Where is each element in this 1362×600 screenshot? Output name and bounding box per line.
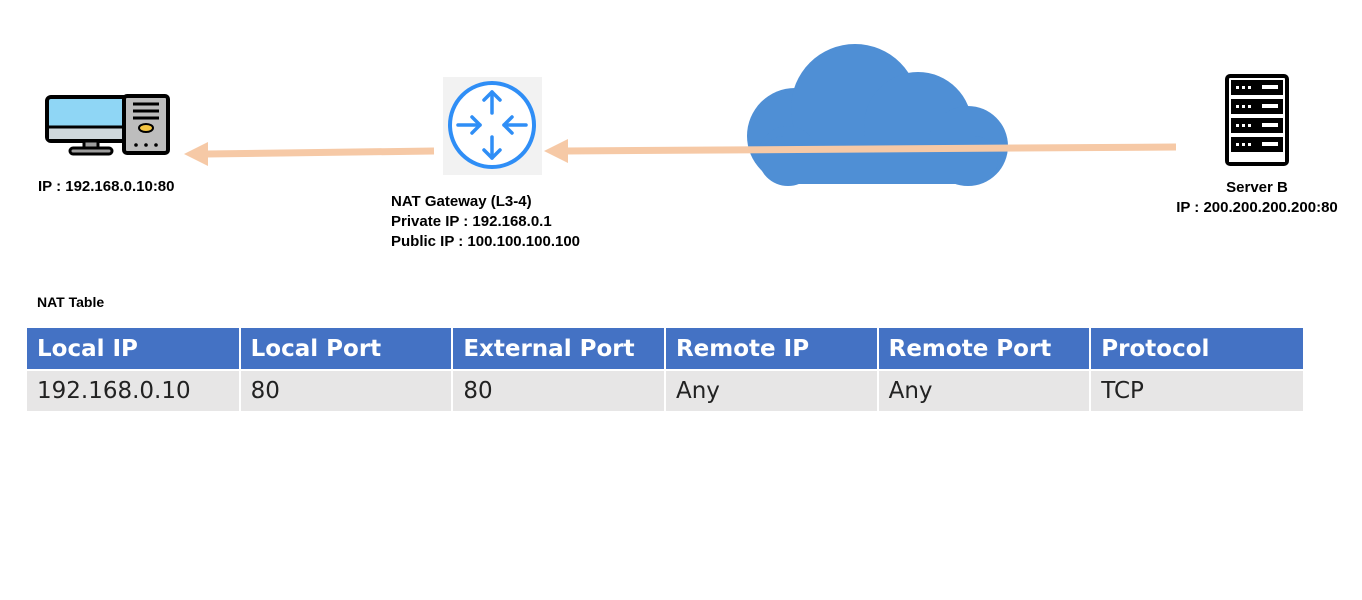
gateway-name-label: NAT Gateway (L3-4)	[391, 193, 532, 210]
header-remote-ip: Remote IP	[664, 328, 879, 371]
table-row: 192.168.0.10 80 80 Any Any TCP	[27, 370, 1303, 411]
header-local-port: Local Port	[239, 328, 454, 371]
network-diagram	[45, 44, 1289, 186]
cell-external-port: 80	[452, 370, 666, 411]
header-protocol: Protocol	[1090, 328, 1303, 371]
server-name-label: Server B	[1226, 179, 1288, 196]
gateway-private-ip-label: Private IP : 192.168.0.1	[391, 213, 552, 230]
server-rack-icon	[1225, 74, 1289, 166]
server-ip-label: IP : 200.200.200.200:80	[1176, 199, 1338, 216]
cell-remote-port: Any	[877, 370, 1092, 411]
header-external-port: External Port	[452, 328, 666, 371]
nat-table-title: NAT Table	[37, 294, 105, 310]
router-icon	[443, 77, 542, 175]
arrow-gateway-to-client	[184, 142, 435, 166]
cell-local-port: 80	[239, 370, 454, 411]
header-remote-port: Remote Port	[877, 328, 1092, 371]
cloud-icon	[747, 44, 1008, 186]
cell-local-ip: 192.168.0.10	[27, 370, 241, 411]
cell-protocol: TCP	[1090, 370, 1303, 411]
client-ip-label: IP : 192.168.0.10:80	[38, 178, 175, 195]
nat-table: Local IP Local Port External Port Remote…	[27, 328, 1303, 411]
desktop-computer-icon	[45, 94, 170, 156]
cell-remote-ip: Any	[664, 370, 879, 411]
header-local-ip: Local IP	[27, 328, 241, 371]
nat-table-header-row: Local IP Local Port External Port Remote…	[27, 328, 1303, 371]
arrow-server-to-gateway	[544, 139, 1177, 163]
gateway-public-ip-label: Public IP : 100.100.100.100	[391, 233, 581, 250]
